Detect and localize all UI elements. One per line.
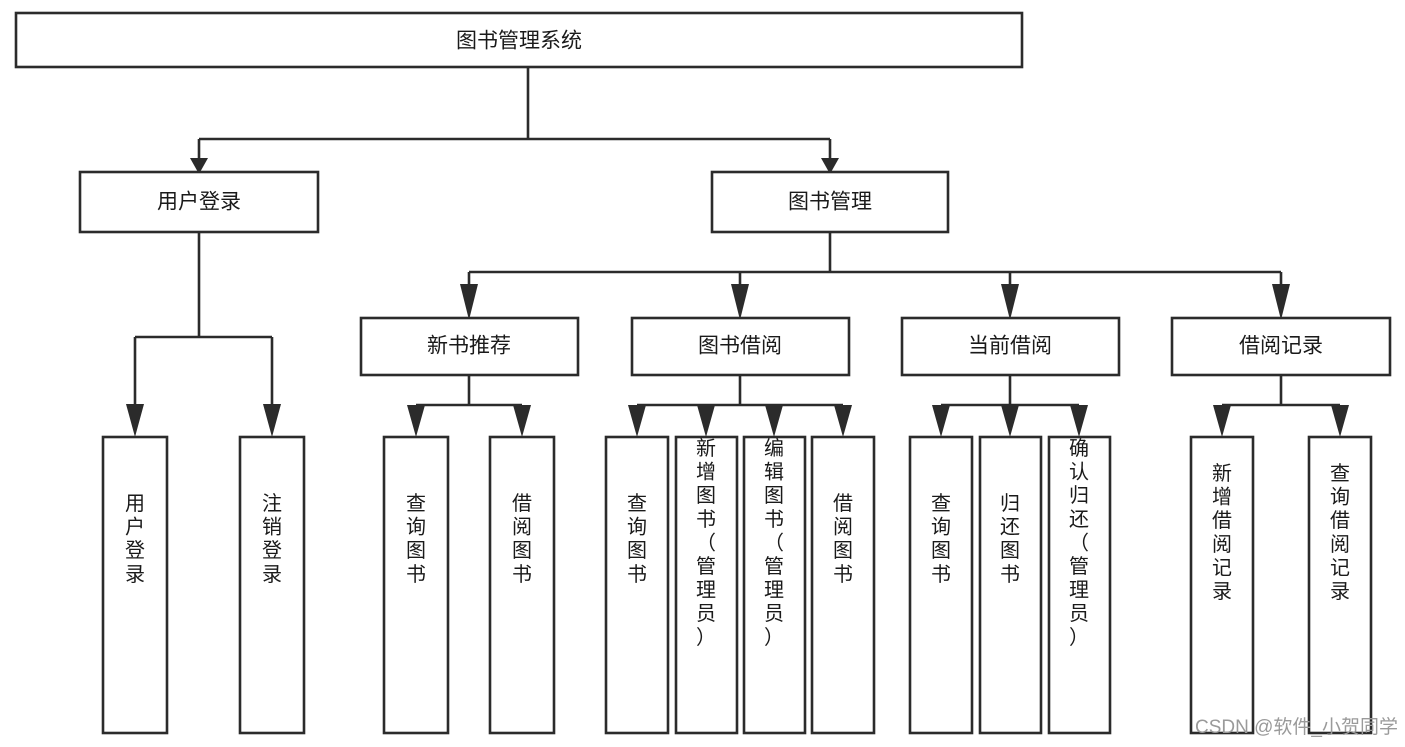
node-book-borrow-box[interactable] [630, 316, 851, 377]
arrow-nb-to-leaf1 [407, 405, 425, 437]
arrow-bb-to-leaf2 [697, 405, 715, 437]
leaf-add-record-label: 新增借阅记录 [1212, 462, 1232, 603]
leaf-confirm-return-label: 确认归还（管理员） [1069, 437, 1089, 649]
leaf-add-record-box[interactable] [1189, 435, 1255, 735]
leaf-add-book-box[interactable] [674, 435, 739, 735]
leaf-query-record-label: 查询借阅记录 [1330, 462, 1350, 603]
arrow-cb-to-leaf2 [1001, 405, 1019, 437]
leaf-return-book-box[interactable] [978, 435, 1043, 735]
leaf-user-logout[interactable]: 注销登录 [238, 435, 306, 735]
arrow-br-to-leaf1 [1213, 405, 1231, 437]
leaf-borrow-book-2-box[interactable] [810, 435, 876, 735]
node-user-login-label: 用户登录 [157, 191, 241, 214]
node-book-borrow[interactable]: 图书借阅 [630, 316, 851, 377]
node-borrow-record[interactable]: 借阅记录 [1170, 316, 1392, 377]
arrow-ul-to-leaf1 [126, 404, 144, 437]
node-book-manage[interactable]: 图书管理 [710, 170, 950, 234]
leaf-query-book-2-label: 查询图书 [627, 492, 647, 586]
arrow-br-to-leaf2 [1331, 405, 1349, 437]
leaf-user-login-box[interactable] [101, 435, 169, 735]
node-book-borrow-label: 图书借阅 [698, 335, 782, 358]
csdn-watermark: CSDN @软件_小贺同学 [1195, 716, 1398, 738]
leaf-return-book[interactable]: 归还图书 [978, 435, 1043, 735]
node-book-manage-box[interactable] [710, 170, 950, 234]
arrow-bm-to-currentborrow [1001, 284, 1019, 320]
leaf-query-book-2-box[interactable] [604, 435, 670, 735]
leaf-query-record[interactable]: 查询借阅记录 [1307, 435, 1373, 735]
node-new-book-rec[interactable]: 新书推荐 [359, 316, 580, 377]
leaf-query-book-3-box[interactable] [908, 435, 974, 735]
leaf-return-book-label: 归还图书 [1000, 492, 1020, 586]
arrow-bb-to-leaf3 [765, 405, 783, 437]
arrow-bm-to-newbook [460, 284, 478, 320]
arrow-cb-to-leaf1 [932, 405, 950, 437]
leaf-query-book-2[interactable]: 查询图书 [604, 435, 670, 735]
leaf-borrow-book-2[interactable]: 借阅图书 [810, 435, 876, 735]
node-new-book-rec-label: 新书推荐 [427, 335, 511, 358]
leaf-edit-book[interactable]: 编辑图书（管理员） [742, 435, 807, 735]
node-borrow-record-label: 借阅记录 [1239, 335, 1323, 358]
arrow-cb-to-leaf3 [1070, 405, 1088, 437]
leaf-user-login-label: 用户登录 [125, 493, 145, 586]
leaf-user-logout-label: 注销登录 [262, 492, 282, 586]
leaf-query-book-1[interactable]: 查询图书 [382, 435, 450, 735]
leaf-add-record[interactable]: 新增借阅记录 [1189, 435, 1255, 735]
leaf-query-book-1-box[interactable] [382, 435, 450, 735]
leaf-confirm-return-box[interactable] [1047, 435, 1112, 735]
node-current-borrow-label: 当前借阅 [968, 335, 1052, 358]
leaf-query-book-1-label: 查询图书 [406, 492, 426, 586]
node-current-borrow-box[interactable] [900, 316, 1121, 377]
node-new-book-rec-box[interactable] [359, 316, 580, 377]
arrow-bm-to-borrowrecord [1272, 284, 1290, 320]
node-root-box[interactable] [14, 11, 1024, 69]
connector-layer [126, 67, 1349, 437]
arrow-bb-to-leaf1 [628, 405, 646, 437]
arrow-bm-to-bookborrow [731, 284, 749, 320]
node-current-borrow[interactable]: 当前借阅 [900, 316, 1121, 377]
arrow-nb-to-leaf2 [513, 405, 531, 437]
leaf-confirm-return[interactable]: 确认归还（管理员） [1047, 435, 1112, 735]
leaf-query-book-3[interactable]: 查询图书 [908, 435, 974, 735]
arrow-root-to-user-login [190, 158, 208, 174]
node-root[interactable]: 图书管理系统 [14, 11, 1024, 69]
leaf-add-book[interactable]: 新增图书（管理员） [674, 435, 739, 735]
leaf-add-book-label: 新增图书（管理员） [696, 437, 716, 649]
leaf-edit-book-box[interactable] [742, 435, 807, 735]
leaf-borrow-book-1-box[interactable] [488, 435, 556, 735]
leaf-borrow-book-2-label: 借阅图书 [833, 492, 853, 586]
node-borrow-record-box[interactable] [1170, 316, 1392, 377]
leaf-query-record-box[interactable] [1307, 435, 1373, 735]
node-user-login[interactable]: 用户登录 [78, 170, 320, 234]
arrow-ul-to-leaf2 [263, 404, 281, 437]
leaf-borrow-book-1-label: 借阅图书 [512, 492, 532, 586]
leaf-user-logout-box[interactable] [238, 435, 306, 735]
node-book-manage-label: 图书管理 [788, 191, 872, 214]
arrow-root-to-book-manage [821, 158, 839, 174]
leaf-user-login[interactable]: 用户登录 [101, 435, 169, 735]
leaf-edit-book-label: 编辑图书（管理员） [764, 437, 784, 649]
node-user-login-box[interactable] [78, 170, 320, 234]
leaf-borrow-book-1[interactable]: 借阅图书 [488, 435, 556, 735]
node-root-label: 图书管理系统 [456, 30, 582, 53]
leaf-query-book-3-label: 查询图书 [931, 492, 951, 586]
arrow-bb-to-leaf4 [834, 405, 852, 437]
